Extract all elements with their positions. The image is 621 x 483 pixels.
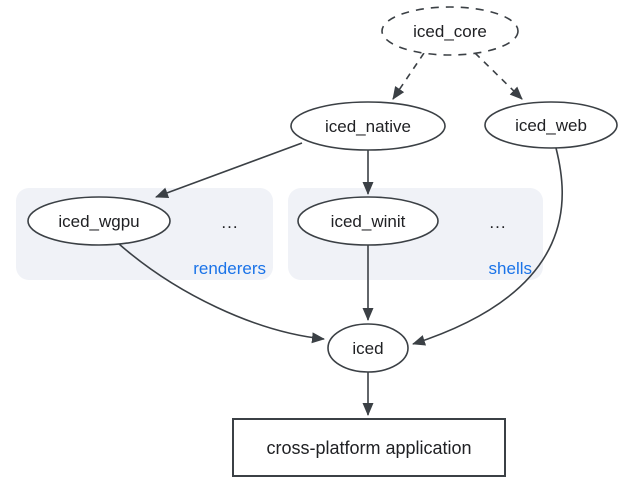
node-iced-native: iced_native [290,101,446,151]
edge-iced-core-to-iced-native [392,52,425,100]
edge-iced-wgpu-to-iced [118,243,325,344]
shells-ellipsis: ... [489,213,506,232]
iced-ellipse [327,323,409,373]
shells-group-label: shells [489,259,532,278]
iced-winit-label: iced_winit [331,212,406,231]
iced-label: iced [352,339,383,358]
app-label: cross-platform application [266,438,471,458]
node-iced-web: iced_web [484,101,618,149]
iced-winit-ellipse [297,196,439,246]
renderers-group-label: renderers [193,259,266,278]
edge-iced-core-to-iced-web [474,52,523,100]
iced-wgpu-label: iced_wgpu [58,212,139,231]
iced-core-ellipse [381,6,519,56]
node-iced-winit: iced_winit [297,196,439,246]
iced-web-ellipse [484,101,618,149]
iced-native-ellipse [290,101,446,151]
iced-native-label: iced_native [325,117,411,136]
iced-web-label: iced_web [515,116,587,135]
node-iced-core: iced_core [381,6,519,56]
iced-core-label: iced_core [413,22,487,41]
renderers-ellipsis: ... [221,213,238,232]
edge-iced-web-to-iced [412,147,563,346]
app-rect [232,418,506,477]
node-iced-wgpu: iced_wgpu [27,196,171,246]
node-iced: iced [327,323,409,373]
edge-iced-native-to-iced-wgpu [155,142,303,198]
iced-wgpu-ellipse [27,196,171,246]
node-cross-platform-application: cross-platform application [232,418,506,477]
